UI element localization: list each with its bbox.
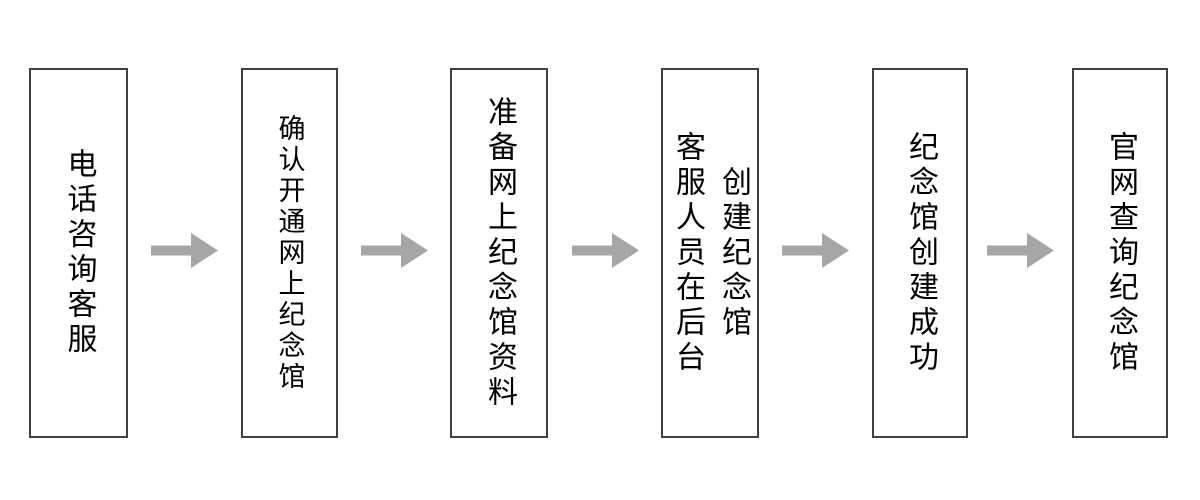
- arrow-right-shape: [361, 233, 428, 268]
- flow-step-label-1: 电话咨询客服: [62, 148, 96, 358]
- arrow-right-shape: [987, 233, 1054, 268]
- flow-step-label-2: 确认开通网上纪念馆: [274, 113, 305, 393]
- arrow-right-icon: [361, 233, 428, 268]
- flow-step-label-4: 客服人员在后台 创建纪念馆: [671, 130, 750, 376]
- flow-step-box-4: 客服人员在后台 创建纪念馆: [661, 68, 759, 438]
- flow-step-label-5: 纪念馆创建成功: [904, 130, 937, 376]
- arrow-right-shape: [151, 233, 218, 268]
- arrow-right-icon: [572, 233, 639, 268]
- flow-step-label-6: 官网查询纪念馆: [1104, 130, 1137, 376]
- flow-step-box-6: 官网查询纪念馆: [1072, 68, 1168, 438]
- flow-step-box-1: 电话咨询客服: [29, 68, 128, 438]
- arrow-right-shape: [572, 233, 639, 268]
- arrow-right-icon: [151, 233, 218, 268]
- flow-step-box-3: 准备网上纪念馆资料: [450, 68, 548, 438]
- arrow-right-icon: [782, 233, 849, 268]
- flow-step-box-5: 纪念馆创建成功: [872, 68, 968, 438]
- arrow-right-shape: [782, 233, 849, 268]
- arrow-right-icon: [987, 233, 1054, 268]
- flow-step-box-2: 确认开通网上纪念馆: [241, 68, 338, 438]
- flow-step-label-3: 准备网上纪念馆资料: [483, 95, 516, 411]
